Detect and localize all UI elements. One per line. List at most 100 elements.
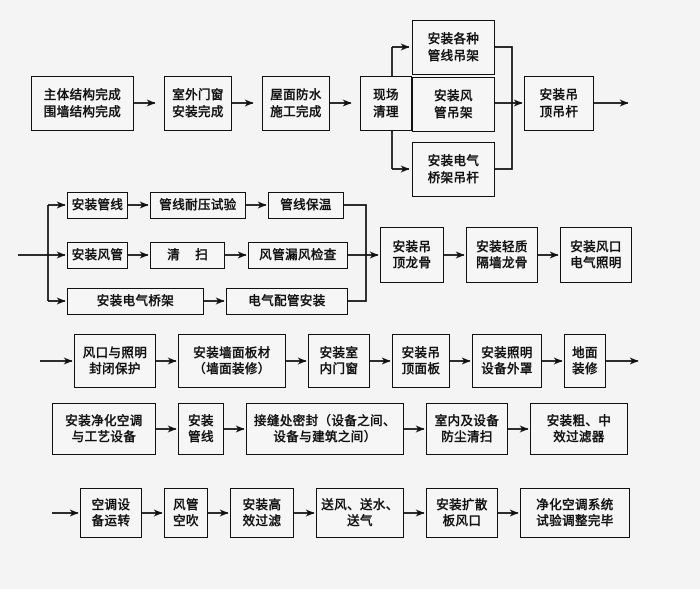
node-line: 安装完成: [172, 104, 224, 119]
node-line: 试验调整完毕: [536, 514, 614, 528]
node-pipeline-pressure-test[interactable]: 管线耐压试验: [150, 192, 246, 219]
node-line: 管线: [188, 430, 214, 444]
node-line: 施工完成: [270, 104, 322, 119]
node-pipeline-insulation[interactable]: 管线保温: [268, 192, 344, 219]
node-line: 内门窗: [319, 362, 359, 376]
node-line: 管线耐压试验: [159, 198, 237, 213]
node-line: 与工艺设备: [71, 430, 137, 444]
node-line: 空吹: [173, 514, 199, 528]
node-interior-doors-windows[interactable]: 安装室 内门窗: [308, 334, 370, 388]
node-line: 防尘清扫: [441, 430, 493, 444]
node-line: 地面: [572, 345, 598, 360]
node-ceiling-hanger-rods[interactable]: 安装吊 顶吊杆: [524, 76, 594, 131]
node-duct-air-blow[interactable]: 风管 空吹: [164, 488, 208, 538]
node-line: 送风、送水、: [321, 497, 399, 512]
node-line: 效过滤: [242, 514, 282, 528]
node-duct-leak-inspection[interactable]: 风管漏风检查: [248, 242, 348, 269]
node-line: 安装扩散: [436, 497, 488, 512]
node-line: 电气配管安装: [248, 294, 326, 309]
node-line: 安装室: [319, 345, 359, 360]
node-pipe-hangers[interactable]: 安装各种 管线吊架: [412, 20, 495, 75]
node-outlet-lighting-protection[interactable]: 风口与照明 封闭保护: [74, 334, 156, 388]
node-line: 安装粗、中: [546, 413, 612, 428]
node-diffuser-panel-outlet[interactable]: 安装扩散 板风口: [426, 488, 498, 538]
node-cleaning[interactable]: 清 扫: [150, 242, 225, 269]
node-line: 主体结构完成: [43, 88, 122, 102]
node-line: 安装电气桥架: [96, 294, 175, 309]
node-wall-panel-install[interactable]: 安装墙面板材 （墙面装修）: [178, 334, 286, 388]
node-lightweight-partition-keel[interactable]: 安装轻质 隔墙龙骨: [466, 227, 538, 283]
node-line: （墙面装修）: [193, 362, 271, 376]
node-line: 板风口: [442, 514, 482, 528]
node-install-air-duct[interactable]: 安装风管: [67, 242, 128, 269]
node-line: 安装墙面板材: [193, 345, 271, 360]
node-line: 空调设: [91, 497, 131, 512]
node-hepa-filter-install[interactable]: 安装高 效过滤: [230, 488, 294, 538]
node-line: 安装净化空调: [65, 413, 143, 428]
node-line: 现场: [373, 88, 399, 102]
node-line: 安装风: [434, 89, 473, 103]
node-install-pipelines-2[interactable]: 安装 管线: [178, 403, 224, 455]
node-line: 围墙结构完成: [43, 104, 122, 119]
node-roof-waterproofing[interactable]: 屋面防水 施工完成: [262, 76, 330, 131]
node-line: 接缝处密封（设备之间、: [254, 413, 396, 428]
node-line: 安装吊: [401, 345, 441, 360]
node-line: 安装各种: [427, 32, 480, 46]
node-coarse-medium-filters[interactable]: 安装粗、中 效过滤器: [530, 403, 628, 455]
node-line: 室内及设备: [434, 413, 500, 428]
node-line: 封闭保护: [89, 362, 141, 376]
node-line: 管线吊架: [427, 48, 480, 63]
node-line: 送气: [347, 514, 373, 528]
node-install-cable-tray[interactable]: 安装电气桥架: [67, 288, 204, 315]
node-line: 隔墙龙骨: [476, 256, 528, 270]
node-cleanroom-hvac-process-equipment[interactable]: 安装净化空调 与工艺设备: [52, 403, 156, 455]
node-line: 安装: [188, 413, 214, 428]
node-lighting-equipment-cover[interactable]: 安装照明 设备外罩: [472, 334, 542, 388]
node-site-cleanup[interactable]: 现场 清理: [360, 76, 412, 131]
node-line: 顶龙骨: [392, 256, 432, 270]
node-interior-equipment-dust-cleaning[interactable]: 室内及设备 防尘清扫: [426, 403, 508, 455]
node-line: 室外门窗: [172, 88, 224, 102]
node-line: 管吊架: [434, 105, 473, 120]
node-line: 安装吊: [539, 88, 579, 102]
node-line: 设备外罩: [481, 362, 533, 376]
node-line: 电气照明: [570, 256, 622, 270]
node-electrical-tray-hangers[interactable]: 安装电气 桥架吊杆: [412, 142, 495, 197]
node-line: 设备与建筑之间）: [273, 430, 377, 444]
node-exterior-doors-windows[interactable]: 室外门窗 安装完成: [164, 76, 232, 131]
node-hvac-equipment-operation[interactable]: 空调设 备运转: [80, 488, 142, 538]
node-line: 管线保温: [280, 198, 332, 213]
node-line: 清理: [373, 104, 399, 119]
node-line: 顶面板: [401, 362, 441, 376]
node-line: 风管漏风检查: [259, 248, 337, 263]
node-line: 清 扫: [167, 248, 214, 263]
node-line: 桥架吊杆: [427, 170, 480, 185]
node-line: 净化空调系统: [536, 497, 614, 512]
node-line: 安装风管: [71, 248, 124, 263]
node-install-pipelines[interactable]: 安装管线: [67, 192, 128, 219]
node-main-structure-complete[interactable]: 主体结构完成 围墙结构完成: [31, 76, 134, 131]
node-line: 备运转: [91, 514, 131, 528]
node-line: 风口与照明: [82, 345, 148, 360]
node-line: 安装轻质: [476, 239, 528, 254]
node-line: 屋面防水: [270, 88, 322, 102]
node-line: 安装照明: [481, 345, 533, 360]
node-line: 顶吊杆: [539, 104, 579, 119]
node-line: 安装电气: [427, 154, 480, 168]
node-line: 装修: [572, 362, 598, 376]
node-line: 风管: [173, 497, 199, 512]
node-line: 安装吊: [392, 239, 432, 254]
node-line: 安装风口: [570, 239, 622, 254]
node-line: 效过滤器: [553, 430, 605, 444]
node-electrical-conduit-install[interactable]: 电气配管安装: [226, 288, 348, 315]
node-ceiling-panel-install[interactable]: 安装吊 顶面板: [392, 334, 450, 388]
node-ceiling-keel[interactable]: 安装吊 顶龙骨: [380, 227, 444, 283]
node-line: 安装管线: [71, 198, 124, 213]
node-floor-finishing[interactable]: 地面 装修: [564, 334, 606, 388]
node-cleanroom-system-commissioning-complete[interactable]: 净化空调系统 试验调整完毕: [520, 488, 630, 538]
node-duct-hangers[interactable]: 安装风 管吊架: [412, 77, 495, 132]
node-air-outlet-lighting[interactable]: 安装风口 电气照明: [560, 227, 632, 283]
node-joint-sealing[interactable]: 接缝处密封（设备之间、 设备与建筑之间）: [246, 403, 404, 455]
node-supply-air-water-gas[interactable]: 送风、送水、 送气: [316, 488, 404, 538]
